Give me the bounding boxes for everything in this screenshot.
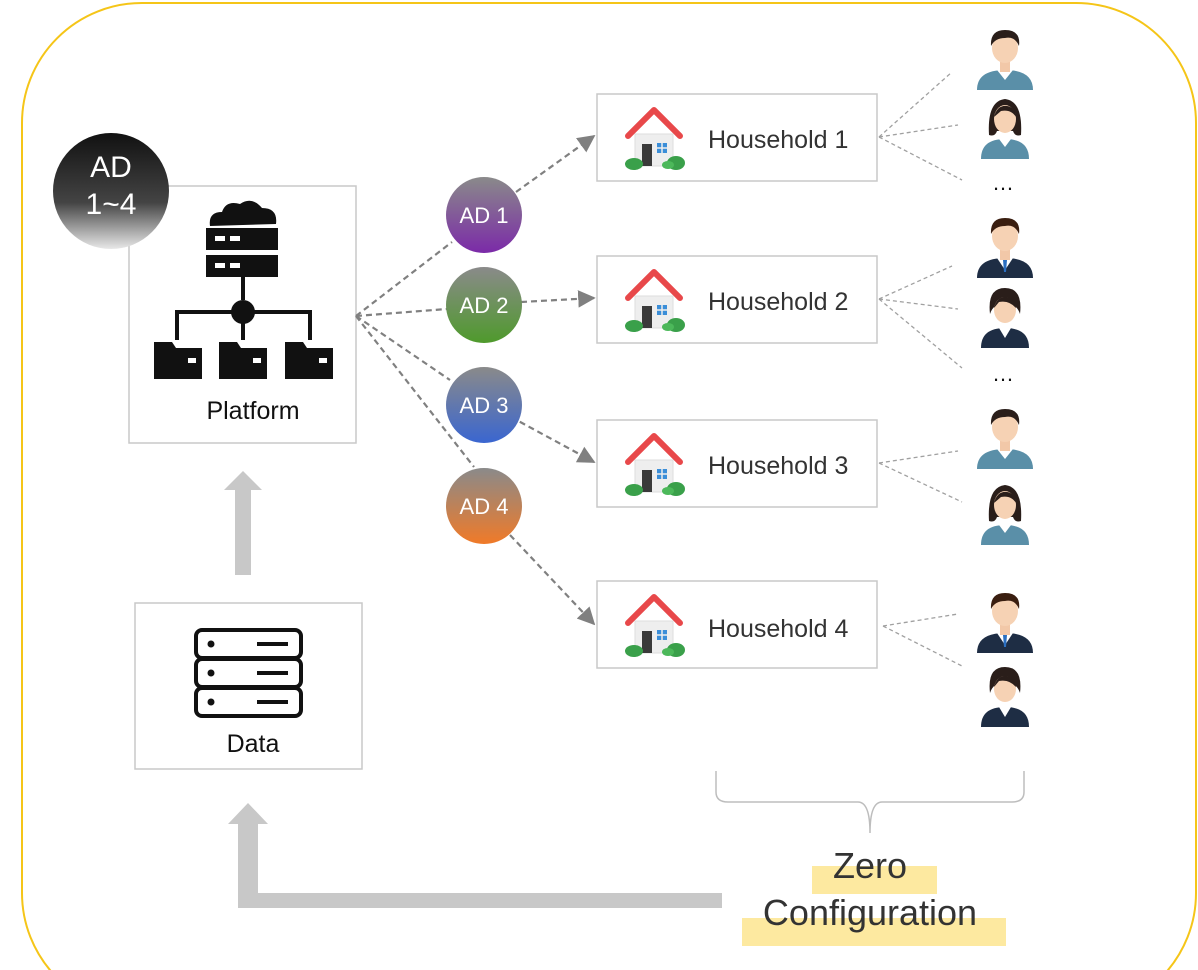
household-2[interactable]: Household 2 [596,255,878,344]
zero-config-line1: Zero [833,845,907,886]
ad-4-node[interactable]: AD 4 [446,468,522,544]
highlight-configuration [742,918,1006,946]
ad-3-label: AD 3 [460,393,509,418]
platform-icon [154,200,333,379]
ad-badge-line2: 1~4 [86,188,137,221]
person-woman-icon [981,99,1029,159]
platform-label: Platform [206,397,299,425]
member-connectors [878,71,963,667]
database-icon [194,628,303,718]
ad-4-label: AD 4 [460,494,509,519]
person-man-icon [977,409,1033,469]
ad-badge: AD 1~4 [53,133,169,249]
ad-1-node[interactable]: AD 1 [446,177,522,253]
ellipsis-1: … [992,170,1014,195]
highlight-zero [812,866,937,894]
zero-config-line2: Configuration [763,892,977,933]
household-4-label: Household 4 [708,615,848,643]
feedback-arrow [228,803,722,908]
ad-2-node[interactable]: AD 2 [446,267,522,343]
data-label: Data [227,730,280,758]
person-woman-suit-icon [981,288,1029,348]
ellipsis-2: … [992,361,1014,386]
household-3[interactable]: Household 3 [596,419,878,508]
frame-border [21,2,1197,970]
ad-1-label: AD 1 [460,203,509,228]
household-2-label: Household 2 [708,288,848,316]
person-man-suit-icon [977,218,1033,278]
household-1-label: Household 1 [708,126,848,154]
ad-2-label: AD 2 [460,293,509,318]
data-to-platform-arrow [224,471,262,575]
person-man-icon [977,30,1033,90]
person-woman-icon [981,485,1029,545]
ad-connectors [355,134,596,626]
ad-badge-line1: AD [90,151,132,184]
brace [715,771,1025,834]
ad-3-node[interactable]: AD 3 [446,367,522,443]
person-woman-suit-icon [981,667,1029,727]
household-4[interactable]: Household 4 [596,580,878,669]
person-man-suit-icon [977,593,1033,653]
household-1[interactable]: Household 1 [596,93,878,182]
household-3-label: Household 3 [708,452,848,480]
